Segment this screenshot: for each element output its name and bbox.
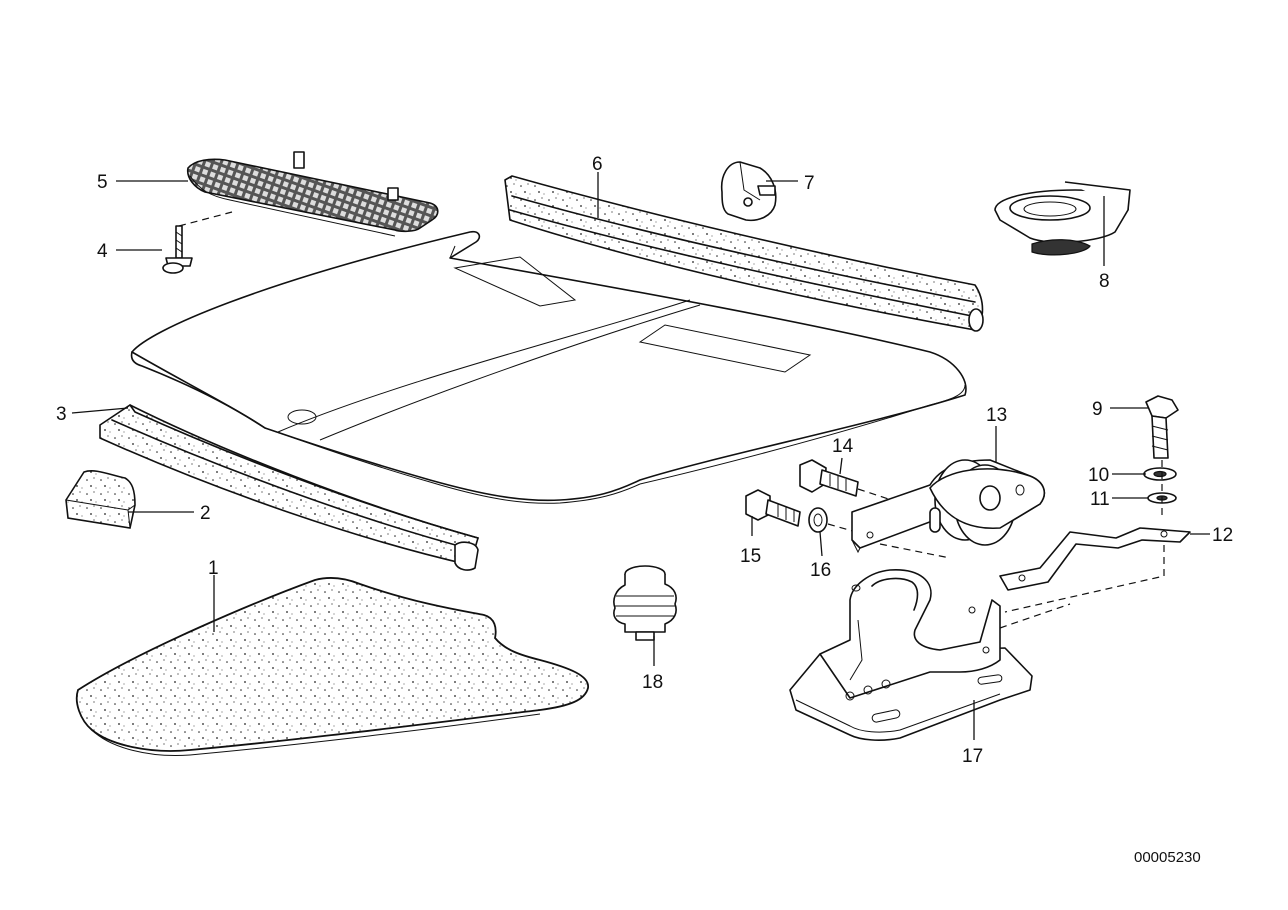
callout-11: 11 xyxy=(1090,489,1110,510)
part-2-buffer xyxy=(65,470,136,529)
part-17-dash xyxy=(999,603,1071,629)
part-18-rubber-buffer xyxy=(613,565,677,641)
leader-14 xyxy=(839,457,843,475)
callout-10: 10 xyxy=(1088,465,1109,486)
callout-4: 4 xyxy=(97,241,108,262)
part-14-dash xyxy=(857,488,911,507)
part-3-seal-strip xyxy=(99,404,479,571)
callout-9: 9 xyxy=(1092,399,1103,420)
part-15-bolt xyxy=(745,489,801,527)
callout-14: 14 xyxy=(832,436,854,457)
callout-6: 6 xyxy=(592,154,603,175)
callout-17: 17 xyxy=(962,746,983,767)
document-number: 00005230 xyxy=(1134,849,1201,866)
part-12-strap xyxy=(999,527,1191,591)
callout-labels: 5 4 6 7 8 3 2 1 14 13 9 10 11 12 15 16 1… xyxy=(56,154,1233,767)
part-4-dash xyxy=(178,211,233,227)
callout-18: 18 xyxy=(642,672,663,693)
callout-12: 12 xyxy=(1212,525,1233,546)
part-7-clip xyxy=(720,161,777,222)
part-5-grille xyxy=(186,151,439,237)
callout-2: 2 xyxy=(200,503,211,524)
callout-13: 13 xyxy=(986,405,1007,426)
part-1-insulation-mat xyxy=(75,577,589,756)
part-8-cup xyxy=(994,181,1131,256)
callout-8: 8 xyxy=(1099,271,1110,292)
leader-16 xyxy=(819,531,823,557)
part-10-washer xyxy=(1143,467,1177,481)
part-6-seal-strip xyxy=(504,175,984,332)
part-17-latch xyxy=(789,569,1033,741)
callout-1: 1 xyxy=(208,558,219,579)
callout-16: 16 xyxy=(810,560,831,581)
leader-lines xyxy=(71,172,1210,740)
part-13-dash xyxy=(879,543,951,559)
part-16-washer xyxy=(808,507,828,533)
callout-15: 15 xyxy=(740,546,761,567)
part-14-bolt xyxy=(799,459,859,497)
leader-3 xyxy=(71,407,129,414)
part-13-hinge-bracket xyxy=(851,459,1046,554)
callout-3: 3 xyxy=(56,404,67,425)
part-9-hex-bolt xyxy=(1145,395,1179,459)
part-12-dash xyxy=(1004,545,1165,613)
callout-7: 7 xyxy=(804,173,815,194)
callout-5: 5 xyxy=(97,172,108,193)
hood-panel xyxy=(130,230,967,504)
part-4-screw xyxy=(162,225,193,274)
